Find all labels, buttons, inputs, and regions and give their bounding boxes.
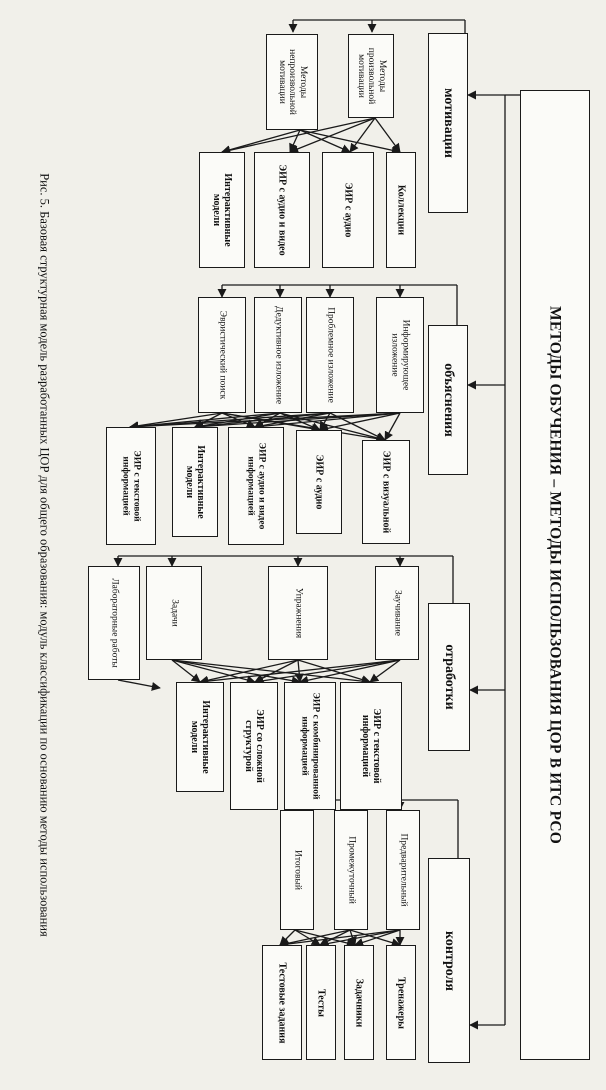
resource-box: ЭИР с комбинированной информацией [284, 682, 336, 810]
method-box: Заучивание [375, 566, 419, 660]
resource-box: ЭИР с аудио [322, 152, 374, 268]
method-box: Методы непроизвольной мотивации [266, 34, 318, 130]
method-box: Дедуктивное изложение [254, 297, 302, 413]
resource-box: Интерактивные модели [172, 427, 218, 537]
resource-box: ЭИР с текстовой информацией [106, 427, 156, 545]
resource-box: Коллекции [386, 152, 416, 268]
resource-box: Интерактивные модели [199, 152, 245, 268]
method-box: Промежуточный [334, 810, 368, 930]
resource-box: ЭИР с текстовой информацией [340, 682, 402, 810]
method-box: Информирующее изложение [376, 297, 424, 413]
resource-box: ЭИР с аудио и видео [254, 152, 310, 268]
method-box: Эвристический поиск [198, 297, 246, 413]
resource-box: ЭИР со сложной структурой [230, 682, 278, 810]
resource-box: Тесты [306, 945, 336, 1060]
method-box: Предварительный [386, 810, 420, 930]
diagram-title: МЕТОДЫ ОБУЧЕНИЯ – МЕТОДЫ ИСПОЛЬЗОВАНИЯ Ц… [546, 306, 564, 844]
figure-caption: Рис. 5. Базовая структурная модель разра… [37, 173, 52, 937]
category-motivation: мотивации [428, 33, 468, 213]
method-box: Упражнения [268, 566, 328, 660]
method-box: Лабораторные работы [88, 566, 140, 680]
resource-box: Тренажеры [386, 945, 416, 1060]
resource-box: Интерактивные модели [176, 682, 224, 792]
resource-box: Тестовые задания [262, 945, 302, 1060]
resource-box: ЭИР с аудио [296, 430, 342, 534]
resource-box: Задачники [344, 945, 374, 1060]
method-box: Задачи [146, 566, 202, 660]
resource-box: ЭИР с аудио и видео информацией [228, 427, 284, 545]
method-box: Итоговый [280, 810, 314, 930]
method-box: Проблемное изложение [306, 297, 354, 413]
category-control: контроля [428, 858, 470, 1063]
category-practice: отработки [428, 603, 470, 751]
method-box: Методы произвольной мотивации [348, 34, 394, 118]
resource-box: ЭИР с визуальной [362, 440, 410, 544]
category-explanation: объяснения [428, 325, 468, 475]
diagram-title-box: МЕТОДЫ ОБУЧЕНИЯ – МЕТОДЫ ИСПОЛЬЗОВАНИЯ Ц… [520, 90, 590, 1060]
